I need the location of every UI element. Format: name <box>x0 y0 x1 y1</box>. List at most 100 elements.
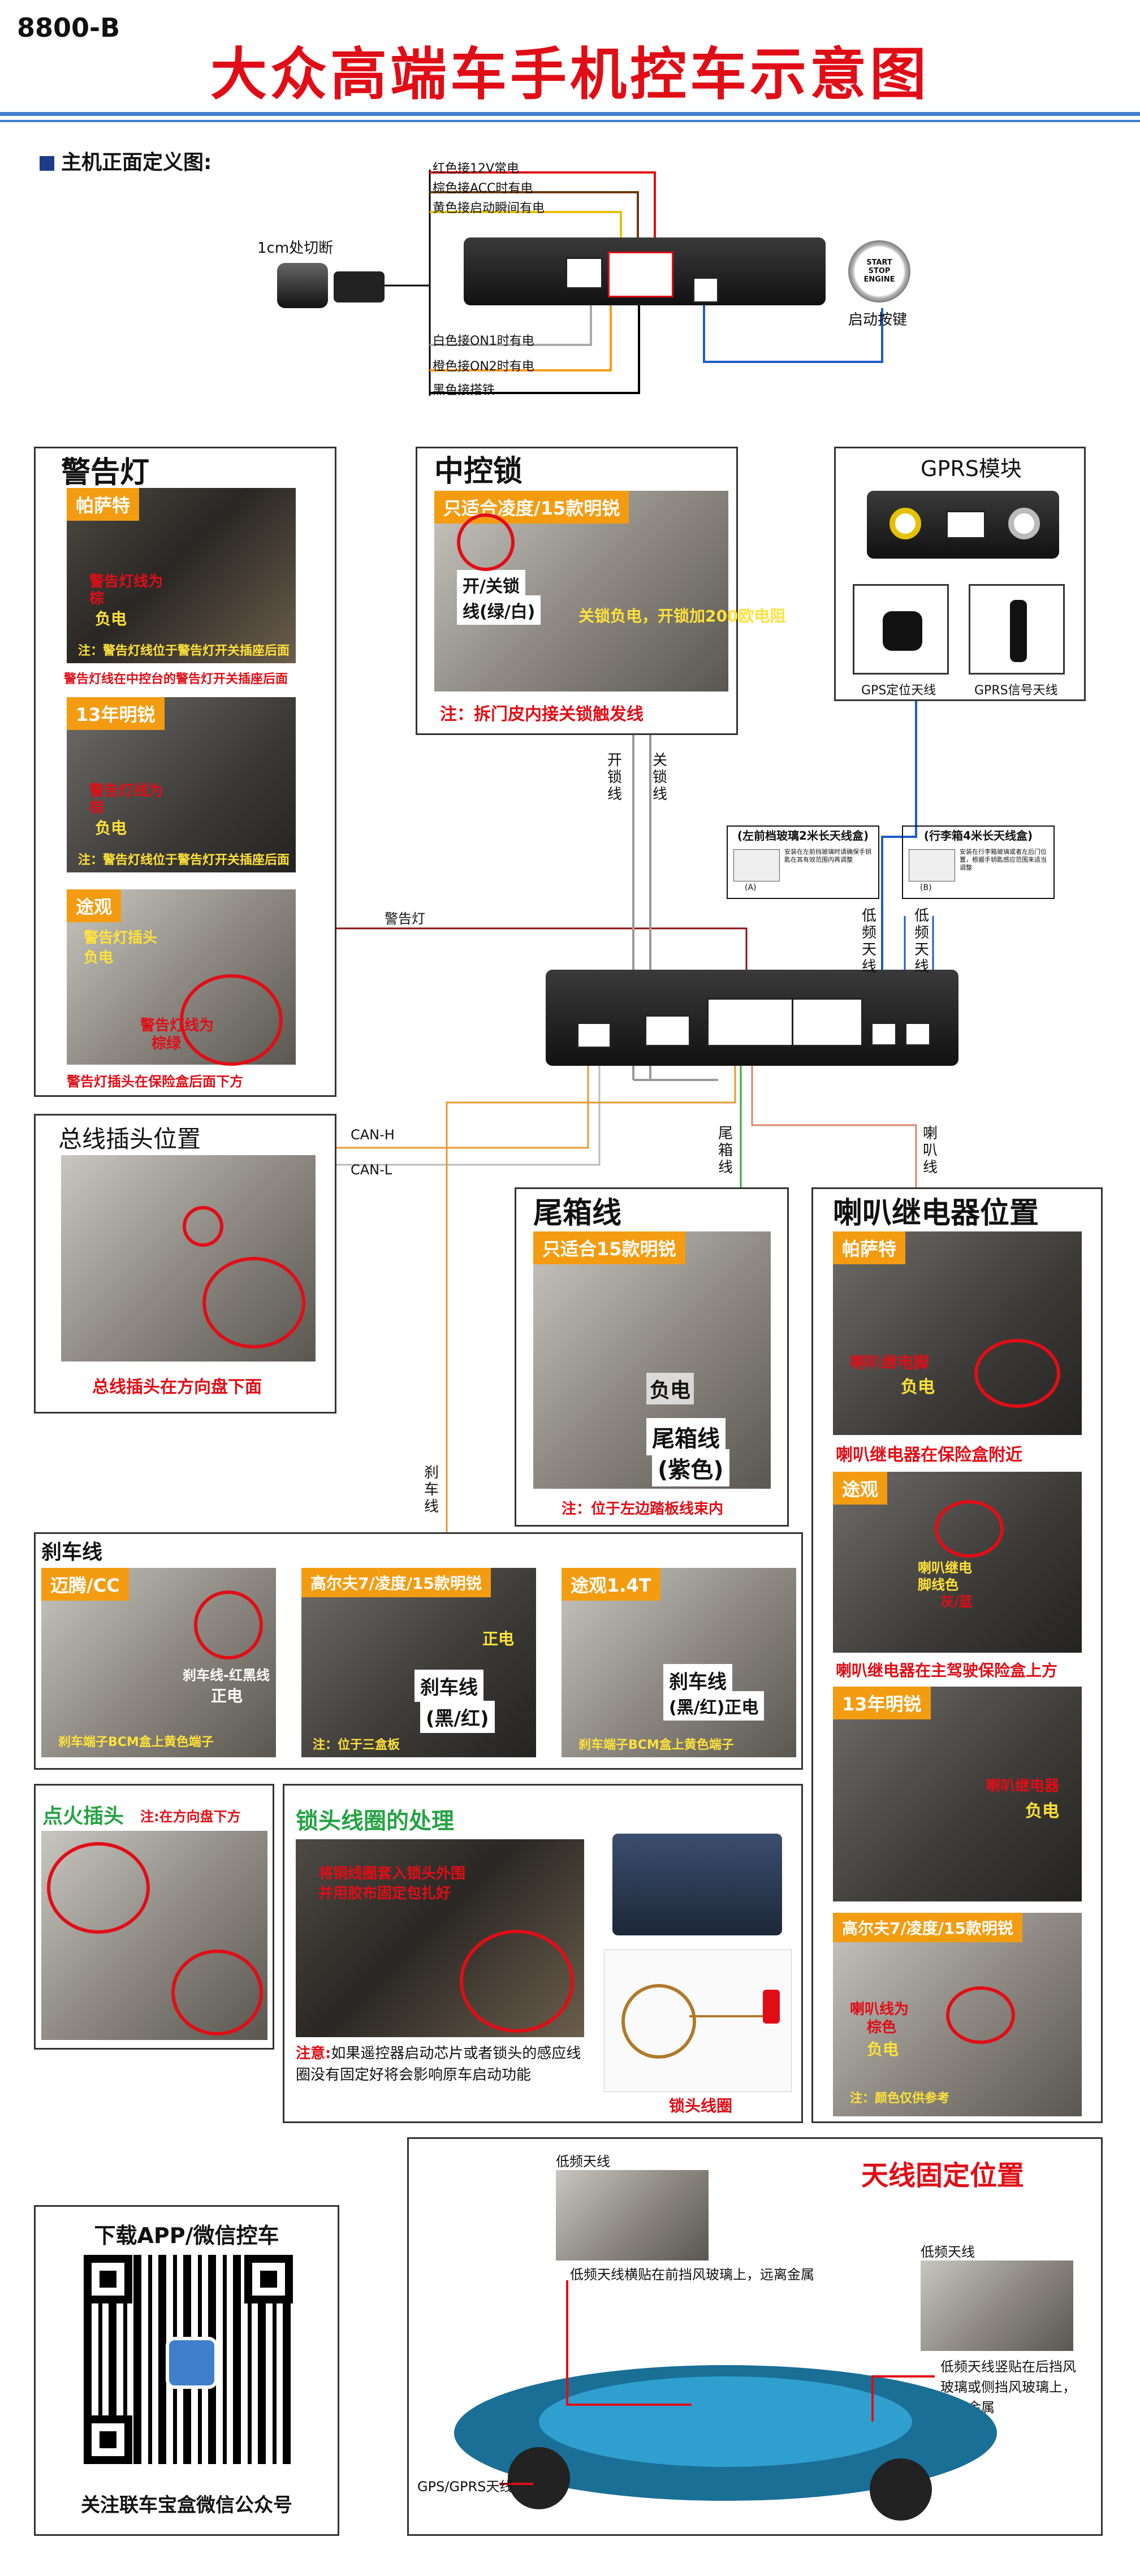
ignition-plug-icon <box>334 271 385 302</box>
wire-black-label: 黑色接搭铁 <box>433 383 495 397</box>
module-connector-a <box>577 1022 611 1048</box>
bus-plug-panel: 总线插头位置 总线插头在方向盘下面 <box>34 1114 336 1414</box>
lock-coil-photo: 将铜线圈套入锁头外围 并用胶布固定包扎好 <box>296 1839 584 2037</box>
ignition-photo <box>41 1831 267 2040</box>
wire-label-can-h: CAN-H <box>351 1127 395 1143</box>
horn-relay-passat-caption: 喇叭继电器在保险盒附近 <box>836 1445 1022 1465</box>
warning-light-magotan-photo: 13年明锐 警告灯线为 棕 负电 注：警告灯线位于警告灯开关插座后面 <box>67 697 296 872</box>
trunk-photo: 只适合15款明锐 负电 尾箱线 (紫色) <box>533 1231 771 1489</box>
lock-coil-note: 注意:如果遥控器启动芯片或者锁头的感应线圈没有固定好将会影响原车启动功能 <box>296 2045 581 2084</box>
trunk-note: 注：位于左边踏板线束内 <box>562 1501 724 1518</box>
header-divider-thin <box>0 120 1140 122</box>
brake-magotan-photo: 迈腾/CC 刹车线-红黑线 正电 刹车端子BCM盒上黄色端子 <box>41 1568 276 1757</box>
warning-light-tiguan-caption: 警告灯插头在保险盒后面下方 <box>67 1074 243 1090</box>
lock-coil-panel: 锁头线圈的处理 将铜线圈套入锁头外围 并用胶布固定包扎好 注意:如果遥控器启动芯… <box>283 1784 803 2123</box>
central-lock-note: 注：拆门皮内接关锁触发线 <box>440 704 644 724</box>
lock-coil-module-photo <box>612 1834 782 1935</box>
gps-antenna-label: GPS定位天线 <box>861 684 936 698</box>
brake-tiguan-photo: 途观1.4T 刹车线 (黑/红)正电 刹车端子BCM盒上黄色端子 <box>562 1568 796 1757</box>
wire-label-warning: 警告灯 <box>385 911 425 927</box>
horn-relay-magotan-photo: 13年明锐 喇叭继电器 负电 <box>833 1687 1082 1901</box>
page-title: 大众高端车手机控车示意图 <box>210 41 930 107</box>
module-connector-d <box>792 998 863 1047</box>
module-connector-b <box>645 1015 690 1047</box>
wire-yellow-label: 黄色接启动瞬间有电 <box>433 201 545 215</box>
module-connector-e <box>871 1022 897 1046</box>
app-title: 下载APP/微信控车 <box>94 2223 279 2248</box>
lf-antenna-text-2: 低频天线竖贴在后挡风玻璃或侧挡风玻璃上，远离金属 <box>940 2359 1076 2415</box>
host-connector-button <box>693 277 719 303</box>
antenna-box-b: (行李箱4米长天线盒) 安装在行李箱玻璃或者左后门位置，根据手钥匙感应范围来适当… <box>902 825 1055 899</box>
car-illustration <box>454 2280 997 2521</box>
gps-antenna-photo <box>853 584 949 675</box>
warning-light-title: 警告灯 <box>61 456 150 490</box>
horn-relay-golf-photo: 高尔夫7/凌度/15款明锐 喇叭线为 棕色 负电 注：颜色仅供参考 <box>833 1913 1082 2116</box>
lf-antenna-rear-photo <box>921 2261 1073 2351</box>
wire-label-close-lock: 关锁线 <box>652 752 667 803</box>
qr-code[interactable] <box>84 2255 293 2464</box>
trunk-panel: 尾箱线 只适合15款明锐 负电 尾箱线 (紫色) 注：位于左边踏板线束内 <box>515 1187 789 1527</box>
warning-light-passat-photo: 帕萨特 警告灯线为 棕 负电 注：警告灯线位于警告灯开关插座后面 <box>67 488 296 663</box>
wire-label-can-l: CAN-L <box>351 1162 392 1178</box>
key-fob-icon <box>277 263 328 308</box>
gps-antenna-position-label: GPS/GPRS天线 <box>417 2479 513 2495</box>
model-number: 8800-B <box>17 12 120 43</box>
start-button-label: 启动按键 <box>848 312 908 329</box>
app-caption: 关注联车宝盒微信公众号 <box>81 2494 292 2517</box>
lock-coil-label: 锁头线圈 <box>669 2097 733 2115</box>
horn-relay-panel: 喇叭继电器位置 帕萨特 喇叭继电脚 负电 喇叭继电器在保险盒附近 途观 喇叭继电… <box>811 1187 1103 2123</box>
wire-brown-label: 棕色接ACC时有电 <box>433 181 533 196</box>
warning-light-passat-caption: 警告灯线在中控台的警告灯开关插座后面 <box>64 672 288 686</box>
warning-light-panel: 警告灯 帕萨特 警告灯线为 棕 负电 注：警告灯线位于警告灯开关插座后面 警告灯… <box>34 447 336 1097</box>
brake-panel: 刹车线 迈腾/CC 刹车线-红黑线 正电 刹车端子BCM盒上黄色端子 高尔夫7/… <box>34 1532 803 1770</box>
wire-label-horn: 喇叭线 <box>922 1125 938 1176</box>
horn-relay-tiguan-photo: 途观 喇叭继电 脚线色 灰/蓝 <box>833 1472 1082 1653</box>
lf-antenna-front-photo <box>556 2170 709 2261</box>
central-lock-photo: 只适合凌度/15款明锐 开/关锁 线(绿/白) 关锁负电，开锁加200欧电阻 <box>434 491 785 691</box>
host-connector-small <box>565 257 603 289</box>
brake-title: 刹车线 <box>41 1541 103 1564</box>
host-connector-power <box>608 252 673 297</box>
module-connector-c <box>707 998 801 1047</box>
lf-antenna-label-1: 低频天线 <box>556 2154 610 2169</box>
ignition-title: 点火插头 <box>42 1805 124 1828</box>
wire-white-label: 白色接ON1时有电 <box>433 334 534 348</box>
lf-antenna-text-1: 低频天线横贴在前挡风玻璃上，远离金属 <box>570 2267 814 2283</box>
wire-red-label: 红色接12V常电 <box>433 162 520 176</box>
ignition-note: 注:在方向盘下方 <box>140 1809 241 1825</box>
antenna-position-panel: 天线固定位置 低频天线 低频天线横贴在前挡风玻璃上，远离金属 低频天线 低频天线… <box>407 2137 1103 2536</box>
host-section-heading: 主机正面定义图: <box>40 146 211 175</box>
wire-label-brake: 刹车线 <box>424 1464 439 1515</box>
horn-relay-title: 喇叭继电器位置 <box>833 1196 1039 1230</box>
horn-relay-tiguan-caption: 喇叭继电器在主驾驶保险盒上方 <box>836 1661 1058 1680</box>
gprs-title: GPRS模块 <box>921 456 1022 481</box>
header-divider <box>0 112 1140 116</box>
bus-plug-photo <box>61 1155 316 1362</box>
wire-label-open-lock: 开锁线 <box>607 752 622 803</box>
app-logo-icon <box>166 2337 218 2389</box>
bus-plug-title: 总线插头位置 <box>58 1125 201 1153</box>
lf-antenna-label-2: 低频天线 <box>921 2244 975 2260</box>
wire-label-lf-antenna-1: 低频天线 <box>861 907 876 975</box>
ignition-panel: 点火插头 注:在方向盘下方 <box>34 1784 274 2050</box>
wire-orange-label: 橙色接ON2时有电 <box>433 360 534 374</box>
bus-plug-caption: 总线插头在方向盘下面 <box>92 1377 262 1397</box>
gprs-antenna-photo <box>969 584 1065 675</box>
lock-coil-wire-photo <box>604 1950 792 2092</box>
cut-label: 1cm处切断 <box>257 240 334 257</box>
module-connector-f <box>905 1022 931 1046</box>
wire-label-lf-antenna-2: 低频天线 <box>914 907 929 975</box>
brake-golf-photo: 高尔夫7/凌度/15款明锐 正电 刹车线 (黑/红) 注：位于三盒板 <box>301 1568 536 1757</box>
central-lock-title: 中控锁 <box>434 455 523 489</box>
gprs-antenna-label: GPRS信号天线 <box>974 684 1058 698</box>
wire-label-trunk: 尾箱线 <box>718 1125 733 1176</box>
horn-relay-passat-photo: 帕萨特 喇叭继电脚 负电 <box>833 1231 1082 1435</box>
antenna-box-a: (左前档玻璃2米长天线盒) 安装在左前挡玻璃时请确保手钥匙在其有效范围内再调整 … <box>727 825 879 899</box>
trunk-title: 尾箱线 <box>533 1196 622 1230</box>
gprs-panel: GPRS模块 GPS定位天线 GPRS信号天线 <box>834 447 1086 701</box>
central-lock-panel: 中控锁 只适合凌度/15款明锐 开/关锁 线(绿/白) 关锁负电，开锁加200欧… <box>416 447 785 735</box>
app-panel: 下载APP/微信控车 关注联车宝盒微信公众号 <box>34 2205 339 2536</box>
gprs-module <box>867 491 1059 559</box>
warning-light-tiguan-photo: 途观 警告灯插头 负电 警告灯线为 棕绿 <box>67 889 296 1066</box>
